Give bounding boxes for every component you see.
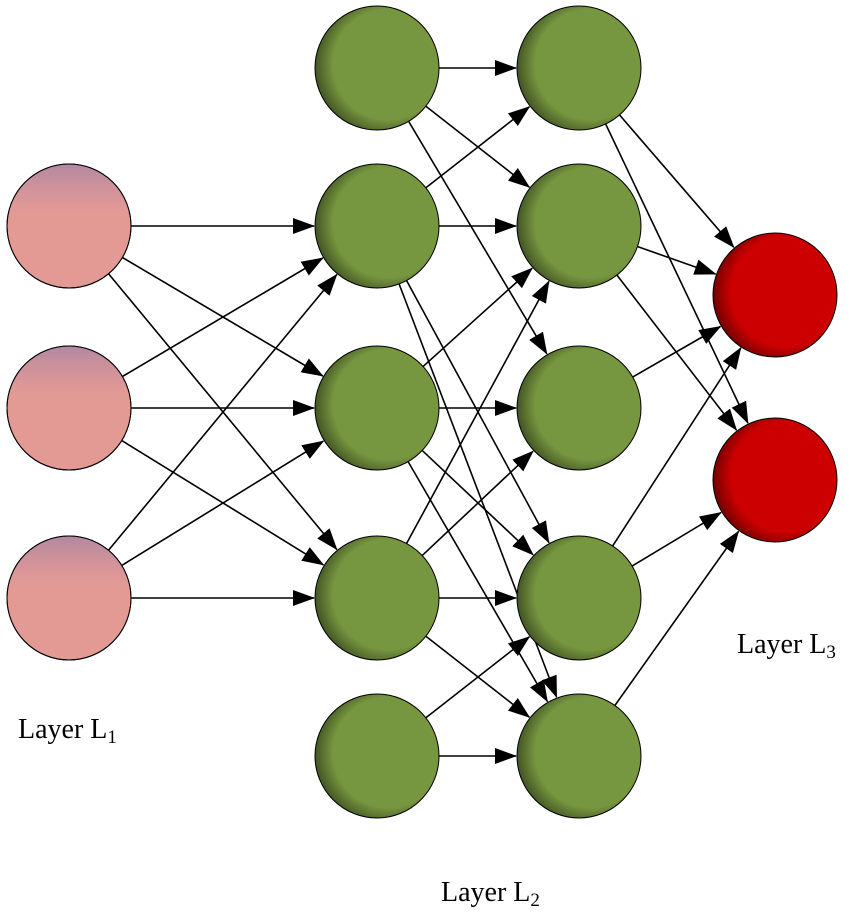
- layer-3-label: Layer L3: [737, 629, 836, 663]
- input-neuron: [6, 345, 132, 471]
- hidden-neuron: [314, 163, 440, 289]
- connection-group: [106, 60, 749, 764]
- connection-arrow: [404, 278, 550, 544]
- neuron-group: [6, 5, 838, 819]
- connection-arrow: [617, 112, 735, 249]
- connection-arrow: [610, 347, 742, 549]
- output-neuron: [712, 232, 838, 358]
- layer-2-label-text: Layer L: [441, 877, 531, 908]
- connection-arrow: [629, 511, 722, 568]
- layer-3-label-text: Layer L: [737, 629, 827, 660]
- layer-1-label: Layer L1: [18, 714, 117, 748]
- output-neuron: [712, 417, 838, 543]
- hidden-neuron: [516, 535, 642, 661]
- layer-1-label-subscript: 1: [107, 727, 117, 748]
- layer-1-label-text: Layer L: [18, 714, 108, 745]
- connection-arrow: [630, 325, 722, 379]
- layer-2-label: Layer L2: [441, 877, 540, 911]
- connection-arrow: [404, 280, 550, 546]
- connection-arrow: [119, 440, 325, 568]
- layer-2-label-subscript: 2: [530, 890, 540, 911]
- connection-arrow: [423, 106, 531, 190]
- connection-arrow: [120, 255, 324, 377]
- hidden-neuron: [516, 345, 642, 471]
- hidden-neuron: [314, 535, 440, 661]
- layer-3-label-subscript: 3: [826, 642, 836, 663]
- hidden-neuron: [516, 163, 642, 289]
- connection-arrow: [120, 257, 324, 379]
- hidden-neuron: [314, 693, 440, 819]
- connection-arrow: [635, 245, 717, 275]
- hidden-neuron: [314, 345, 440, 471]
- connection-arrow: [423, 636, 531, 720]
- connection-arrow: [423, 104, 531, 188]
- input-neuron: [6, 163, 132, 289]
- connection-arrow: [421, 267, 533, 369]
- connection-arrow: [613, 530, 740, 708]
- connection-arrow: [106, 271, 338, 551]
- hidden-neuron: [314, 5, 440, 131]
- input-neuron: [6, 535, 132, 661]
- connection-arrow: [106, 273, 338, 553]
- connection-arrow: [420, 450, 534, 558]
- hidden-neuron: [516, 693, 642, 819]
- connection-arrow: [406, 119, 548, 355]
- hidden-neuron: [516, 5, 642, 131]
- connection-arrow: [423, 634, 531, 718]
- connection-arrow: [119, 438, 325, 566]
- connection-arrow: [420, 448, 534, 556]
